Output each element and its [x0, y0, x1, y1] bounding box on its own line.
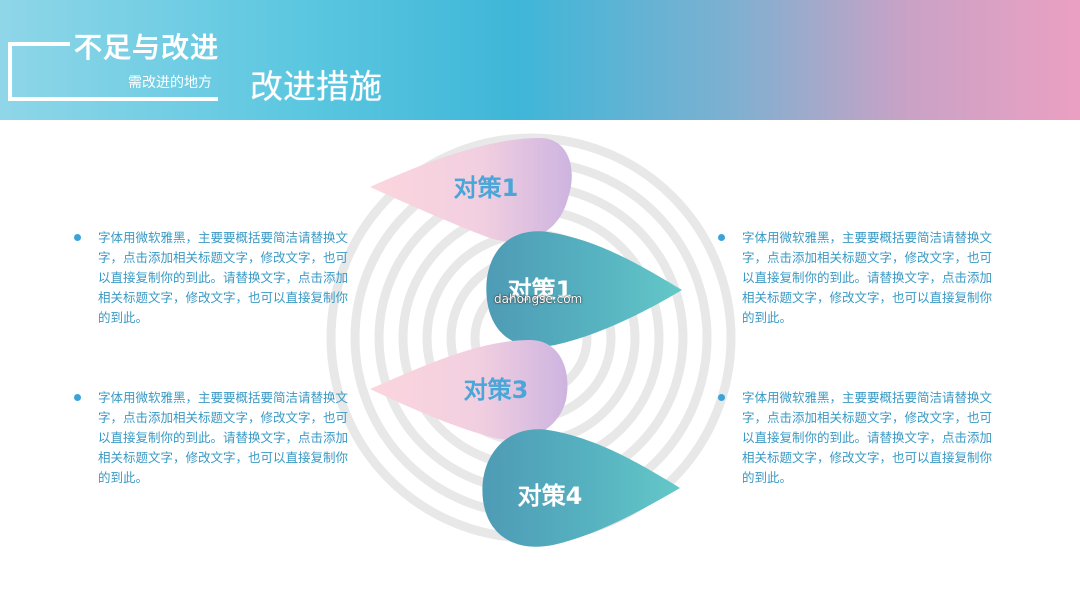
- text-body: 字体用微软雅黑，主要要概括要简洁请替换文字，点击添加相关标题文字，修改文字，也可…: [742, 230, 993, 325]
- petal-3-label: 对策3: [464, 376, 529, 404]
- title-frame-top: [8, 42, 70, 46]
- text-block-bottom-right: 字体用微软雅黑，主要要概括要简洁请替换文字，点击添加相关标题文字，修改文字，也可…: [718, 388, 1004, 488]
- watermark: dahongse.com: [494, 292, 583, 306]
- bullet-dot: [718, 234, 725, 241]
- text-block-top-right: 字体用微软雅黑，主要要概括要简洁请替换文字，点击添加相关标题文字，修改文字，也可…: [718, 228, 1004, 328]
- petal-4-label: 对策4: [518, 482, 583, 510]
- text-block-bottom-left: 字体用微软雅黑，主要要概括要简洁请替换文字，点击添加相关标题文字，修改文字，也可…: [74, 388, 360, 488]
- title-frame-left: [8, 42, 12, 101]
- section-title: 改进措施: [250, 67, 382, 106]
- bullet-dot: [74, 394, 81, 401]
- petal-1-pink: [370, 138, 572, 242]
- petal-4-teal: [482, 429, 680, 547]
- petal-2-label: 对策1: [508, 276, 573, 304]
- text-block-top-left: 字体用微软雅黑，主要要概括要简洁请替换文字，点击添加相关标题文字，修改文字，也可…: [74, 228, 360, 328]
- petal-2-teal: [486, 231, 682, 347]
- petal-1-label: 对策1: [454, 174, 519, 202]
- petal-3-pink: [370, 340, 568, 440]
- bullet-dot: [74, 234, 81, 241]
- title-frame-bottom: [8, 97, 218, 101]
- text-body: 字体用微软雅黑，主要要概括要简洁请替换文字，点击添加相关标题文字，修改文字，也可…: [98, 230, 349, 325]
- page-subtitle: 需改进的地方: [128, 75, 212, 91]
- text-body: 字体用微软雅黑，主要要概括要简洁请替换文字，点击添加相关标题文字，修改文字，也可…: [742, 390, 993, 485]
- text-body: 字体用微软雅黑，主要要概括要简洁请替换文字，点击添加相关标题文字，修改文字，也可…: [98, 390, 349, 485]
- bullet-dot: [718, 394, 725, 401]
- page-title: 不足与改进: [74, 31, 220, 64]
